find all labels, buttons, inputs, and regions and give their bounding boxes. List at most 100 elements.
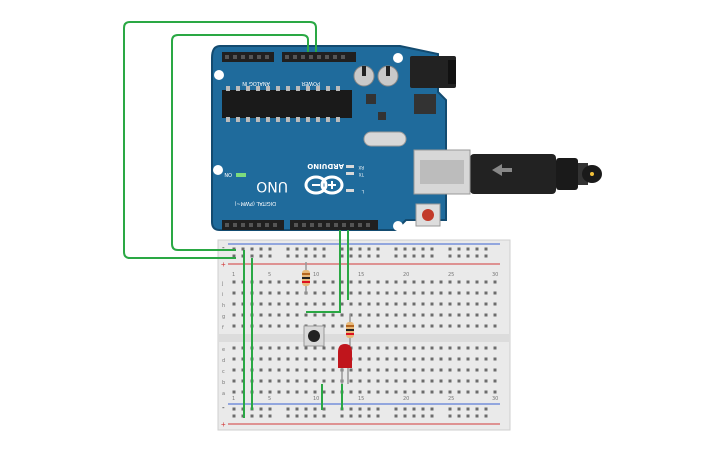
- breadboard-hole[interactable]: [358, 313, 362, 317]
- breadboard-hole[interactable]: [466, 368, 470, 372]
- breadboard-hole[interactable]: [259, 346, 263, 350]
- breadboard-hole[interactable]: [295, 414, 299, 418]
- breadboard-hole[interactable]: [439, 313, 443, 317]
- breadboard-hole[interactable]: [475, 254, 479, 258]
- breadboard-hole[interactable]: [448, 324, 452, 328]
- breadboard-hole[interactable]: [232, 407, 236, 411]
- breadboard-hole[interactable]: [349, 254, 353, 258]
- breadboard-hole[interactable]: [403, 390, 407, 394]
- breadboard-hole[interactable]: [322, 313, 326, 317]
- breadboard-hole[interactable]: [484, 357, 488, 361]
- breadboard-hole[interactable]: [466, 254, 470, 258]
- breadboard-hole[interactable]: [475, 346, 479, 350]
- breadboard-hole[interactable]: [430, 291, 434, 295]
- breadboard-hole[interactable]: [430, 414, 434, 418]
- breadboard-hole[interactable]: [466, 291, 470, 295]
- breadboard-hole[interactable]: [475, 379, 479, 383]
- breadboard-hole[interactable]: [421, 324, 425, 328]
- breadboard-hole[interactable]: [412, 379, 416, 383]
- breadboard-hole[interactable]: [313, 414, 317, 418]
- breadboard-hole[interactable]: [286, 324, 290, 328]
- breadboard-hole[interactable]: [250, 247, 254, 251]
- breadboard-hole[interactable]: [493, 379, 497, 383]
- breadboard-hole[interactable]: [394, 302, 398, 306]
- breadboard-hole[interactable]: [259, 324, 263, 328]
- breadboard-hole[interactable]: [304, 390, 308, 394]
- breadboard-hole[interactable]: [385, 291, 389, 295]
- breadboard-hole[interactable]: [439, 357, 443, 361]
- breadboard-hole[interactable]: [430, 407, 434, 411]
- breadboard-hole[interactable]: [457, 390, 461, 394]
- breadboard-hole[interactable]: [412, 247, 416, 251]
- breadboard-hole[interactable]: [331, 302, 335, 306]
- breadboard-hole[interactable]: [349, 414, 353, 418]
- breadboard-hole[interactable]: [430, 313, 434, 317]
- breadboard-hole[interactable]: [493, 368, 497, 372]
- breadboard-hole[interactable]: [421, 291, 425, 295]
- breadboard-hole[interactable]: [232, 280, 236, 284]
- breadboard-hole[interactable]: [232, 357, 236, 361]
- breadboard-hole[interactable]: [322, 414, 326, 418]
- breadboard-hole[interactable]: [340, 247, 344, 251]
- breadboard-hole[interactable]: [457, 302, 461, 306]
- breadboard-hole[interactable]: [313, 379, 317, 383]
- breadboard-hole[interactable]: [367, 357, 371, 361]
- breadboard-hole[interactable]: [331, 324, 335, 328]
- wire-gnd[interactable]: [171, 34, 309, 251]
- breadboard-hole[interactable]: [295, 313, 299, 317]
- breadboard-hole[interactable]: [232, 324, 236, 328]
- breadboard-hole[interactable]: [475, 390, 479, 394]
- breadboard-hole[interactable]: [421, 390, 425, 394]
- breadboard-hole[interactable]: [421, 280, 425, 284]
- breadboard-hole[interactable]: [484, 324, 488, 328]
- breadboard-hole[interactable]: [493, 390, 497, 394]
- breadboard-hole[interactable]: [475, 313, 479, 317]
- breadboard-hole[interactable]: [286, 379, 290, 383]
- breadboard-hole[interactable]: [394, 254, 398, 258]
- breadboard-hole[interactable]: [331, 346, 335, 350]
- breadboard-hole[interactable]: [475, 291, 479, 295]
- breadboard-hole[interactable]: [376, 313, 380, 317]
- breadboard-hole[interactable]: [295, 324, 299, 328]
- breadboard-hole[interactable]: [484, 313, 488, 317]
- breadboard-hole[interactable]: [412, 302, 416, 306]
- breadboard-hole[interactable]: [448, 390, 452, 394]
- breadboard-hole[interactable]: [448, 407, 452, 411]
- analog-header[interactable]: [222, 52, 274, 62]
- breadboard-hole[interactable]: [358, 346, 362, 350]
- breadboard-hole[interactable]: [367, 280, 371, 284]
- breadboard-hole[interactable]: [403, 346, 407, 350]
- breadboard-hole[interactable]: [448, 280, 452, 284]
- breadboard-hole[interactable]: [421, 346, 425, 350]
- breadboard-hole[interactable]: [403, 368, 407, 372]
- breadboard-hole[interactable]: [430, 247, 434, 251]
- breadboard-hole[interactable]: [268, 414, 272, 418]
- breadboard-hole[interactable]: [349, 313, 353, 317]
- breadboard-hole[interactable]: [349, 407, 353, 411]
- breadboard-hole[interactable]: [268, 247, 272, 251]
- breadboard-hole[interactable]: [457, 280, 461, 284]
- breadboard-hole[interactable]: [484, 379, 488, 383]
- breadboard-hole[interactable]: [259, 247, 263, 251]
- breadboard-hole[interactable]: [484, 346, 488, 350]
- breadboard-hole[interactable]: [457, 313, 461, 317]
- breadboard-hole[interactable]: [376, 280, 380, 284]
- breadboard-hole[interactable]: [259, 368, 263, 372]
- breadboard-hole[interactable]: [259, 302, 263, 306]
- breadboard-hole[interactable]: [277, 357, 281, 361]
- breadboard-hole[interactable]: [376, 291, 380, 295]
- breadboard-hole[interactable]: [340, 254, 344, 258]
- breadboard-hole[interactable]: [385, 346, 389, 350]
- breadboard-hole[interactable]: [484, 291, 488, 295]
- breadboard-hole[interactable]: [493, 280, 497, 284]
- breadboard-hole[interactable]: [295, 302, 299, 306]
- breadboard-hole[interactable]: [259, 357, 263, 361]
- breadboard-hole[interactable]: [394, 313, 398, 317]
- breadboard-hole[interactable]: [412, 324, 416, 328]
- breadboard-hole[interactable]: [493, 291, 497, 295]
- breadboard-hole[interactable]: [358, 247, 362, 251]
- breadboard-hole[interactable]: [367, 324, 371, 328]
- breadboard-hole[interactable]: [304, 379, 308, 383]
- breadboard-hole[interactable]: [358, 379, 362, 383]
- breadboard-hole[interactable]: [322, 390, 326, 394]
